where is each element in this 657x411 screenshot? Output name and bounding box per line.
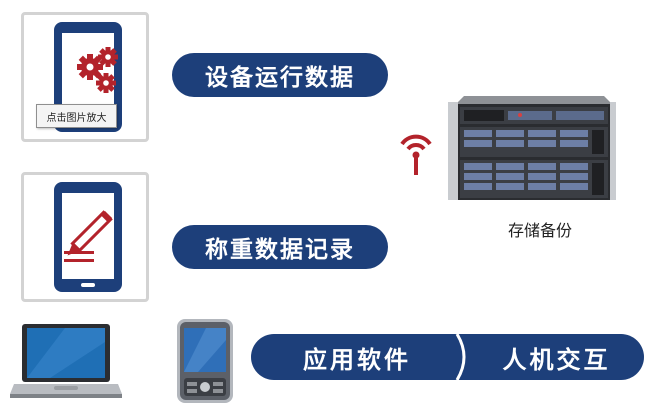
bar-divider: [455, 334, 466, 380]
app-interaction-bar: [251, 334, 644, 380]
server-rack-icon: [448, 96, 616, 200]
interaction-label: 人机交互: [502, 345, 611, 374]
tablet-pen-icon: [54, 182, 122, 292]
storage-backup-caption: 存储备份: [507, 221, 572, 240]
mobile-phone-icon: [177, 319, 233, 403]
wifi-signal-icon: [400, 134, 432, 175]
app-software-label: 应用软件: [303, 345, 411, 374]
laptop-icon: [10, 324, 122, 398]
weighing-record-card[interactable]: [21, 172, 149, 302]
weighing-record-pill: 称重数据记录: [172, 225, 388, 269]
enlarge-tooltip: 点击图片放大: [36, 104, 117, 128]
device-data-pill: 设备运行数据: [172, 53, 388, 97]
